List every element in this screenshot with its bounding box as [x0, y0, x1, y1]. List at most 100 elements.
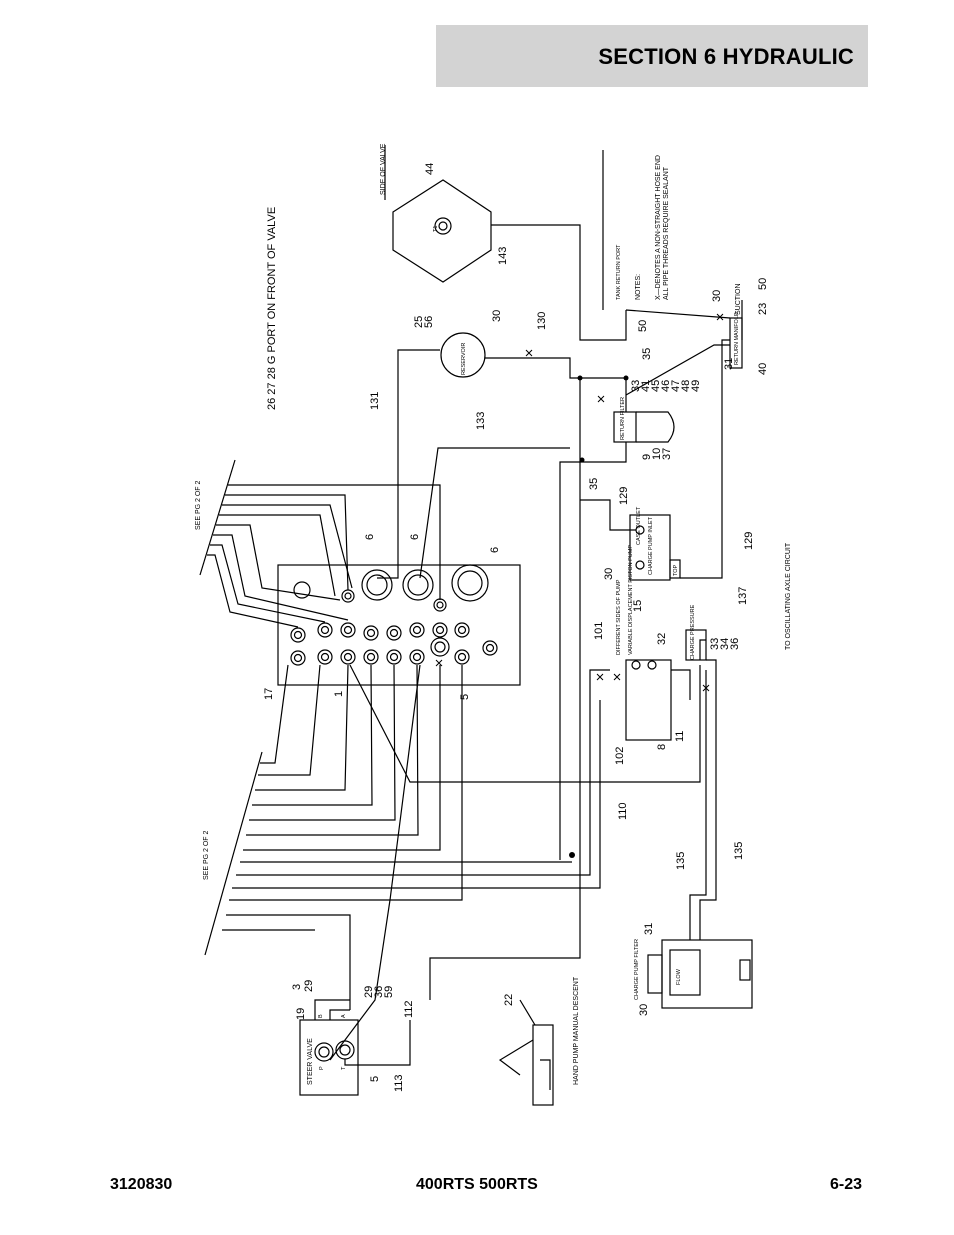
callout: 44: [424, 163, 436, 175]
callout: 47: [670, 380, 682, 392]
b-label: B: [318, 1014, 324, 1018]
to-oscillating-label: TO OSCILLATING AXLE CIRCUIT: [785, 542, 792, 650]
section-title: SECTION 6 HYDRAULIC: [598, 44, 854, 69]
valve-ports: [290, 564, 498, 666]
t1-label: T1: [433, 226, 439, 232]
callout: 40: [757, 363, 769, 375]
callout: 35: [588, 478, 600, 490]
callout: 30: [491, 310, 503, 322]
callout: 35: [641, 348, 653, 360]
callout: 10: [651, 448, 663, 460]
callout: 31: [723, 358, 735, 370]
callout: 17: [263, 688, 275, 700]
callout: 59: [383, 986, 395, 998]
note-1: X—DENOTES A NON-STRAIGHT HOSE END: [655, 155, 662, 300]
callout: 30: [711, 290, 723, 302]
side-of-valve-label: SIDE OF VALVE: [380, 143, 387, 195]
model-name: 400RTS 500RTS: [416, 1176, 538, 1193]
hand-pump-label: HAND PUMP MANUAL DESCENT: [573, 976, 580, 1085]
callout: 34: [719, 638, 731, 650]
callout: 101: [593, 622, 605, 640]
note-2: ALL PIPE THREADS REQUIRE SEALANT: [663, 166, 670, 300]
callout: 3: [291, 984, 303, 990]
callout: 37: [661, 448, 673, 460]
t-label: T: [341, 1066, 347, 1070]
suction-label: SUCTION: [735, 284, 742, 316]
charge-pressure-port: [685, 629, 707, 661]
charge-pump-unit: [629, 514, 671, 581]
return-manifold: [729, 317, 743, 369]
front-ports-label: 26 27 28 G PORT ON FRONT OF VALVE: [266, 207, 278, 410]
callout: 31: [643, 923, 655, 935]
callout: 15: [632, 600, 644, 612]
see-pg-top: SEE PG 2 OF 2: [195, 480, 202, 530]
callout: 25: [413, 316, 425, 328]
steer-valve-label: STEER VALVE: [307, 1038, 314, 1085]
callout: 113: [393, 1074, 405, 1092]
callout: 110: [617, 802, 629, 820]
callout: 50: [757, 278, 769, 290]
side-valve-hexagon: [392, 179, 492, 283]
callout: 8: [656, 744, 668, 750]
callout: 23: [757, 303, 769, 315]
callout: 30: [638, 1004, 650, 1016]
callout: 133: [475, 412, 487, 430]
callout: 135: [733, 842, 745, 860]
callout: 6: [409, 534, 421, 540]
return-filter-label: RETURN FILTER: [620, 397, 626, 440]
charge-pump-filter-label: CHARGE PUMP FILTER: [634, 939, 640, 1000]
case-outlet-label: CASE OUTLET: [636, 506, 642, 545]
page-number: 6-23: [830, 1176, 863, 1193]
callout: 129: [618, 487, 630, 505]
callout: 11: [674, 731, 686, 742]
doc-number: 3120830: [110, 1176, 173, 1193]
callout: 46: [660, 380, 672, 392]
charge-pump-inlet-label: CHARGE PUMP INLET: [648, 516, 654, 575]
callout: 143: [497, 247, 509, 265]
callout: 29: [303, 980, 315, 992]
callout: 137: [737, 587, 749, 605]
callout: 102: [614, 747, 626, 765]
callout: 130: [536, 312, 548, 330]
port-circle-25: [440, 332, 486, 378]
section-header: SECTION 6 HYDRAULIC: [436, 25, 868, 87]
callout: 50: [637, 320, 649, 332]
callout: 36: [373, 986, 385, 998]
callout: 32: [656, 633, 668, 645]
callout: 48: [680, 380, 692, 392]
top-label: TOP: [673, 564, 679, 576]
callout: 5: [459, 694, 471, 700]
return-filter: [613, 411, 637, 443]
charge-pressure-label: CHARGE PRESSURE: [690, 604, 696, 660]
a-label: A: [341, 1014, 347, 1018]
callout: 29: [363, 986, 375, 998]
pump-desc-label: VARIABLE DISPLACEMENT PISTON PUMP: [628, 545, 634, 655]
callout: 6: [364, 534, 376, 540]
piston-pump: [625, 659, 672, 741]
callout: 41: [640, 380, 652, 392]
steer-valve: [299, 1019, 359, 1096]
callout: 129: [743, 532, 755, 550]
see-pg-bottom: SEE PG 2 OF 2: [203, 830, 210, 880]
callout: 36: [729, 638, 741, 650]
callout: 30: [603, 568, 615, 580]
callout: 22: [503, 994, 515, 1006]
reservoir-label: RESERVOIR: [461, 343, 467, 375]
callout: 45: [650, 380, 662, 392]
callout: 1: [333, 691, 345, 697]
notes-title: NOTES:: [635, 274, 642, 300]
flow-label: FLOW: [676, 968, 682, 985]
tank-return-label: TANK RETURN PORT: [616, 244, 622, 300]
port-t1: [434, 217, 452, 235]
callout: 49: [690, 380, 702, 392]
callout: 131: [369, 392, 381, 410]
callout: 112: [403, 1000, 415, 1018]
callout: 19: [295, 1008, 307, 1020]
different-sides-label: DIFFERENT SIDES OF PUMP: [616, 579, 622, 655]
hand-pump: [532, 1024, 554, 1106]
return-manifold-label: RETURN MANIFOLD: [734, 312, 740, 365]
callout: 5: [369, 1076, 381, 1082]
callout: 56: [423, 316, 435, 328]
main-valve-block: [277, 564, 521, 686]
callout: 33: [630, 380, 642, 392]
